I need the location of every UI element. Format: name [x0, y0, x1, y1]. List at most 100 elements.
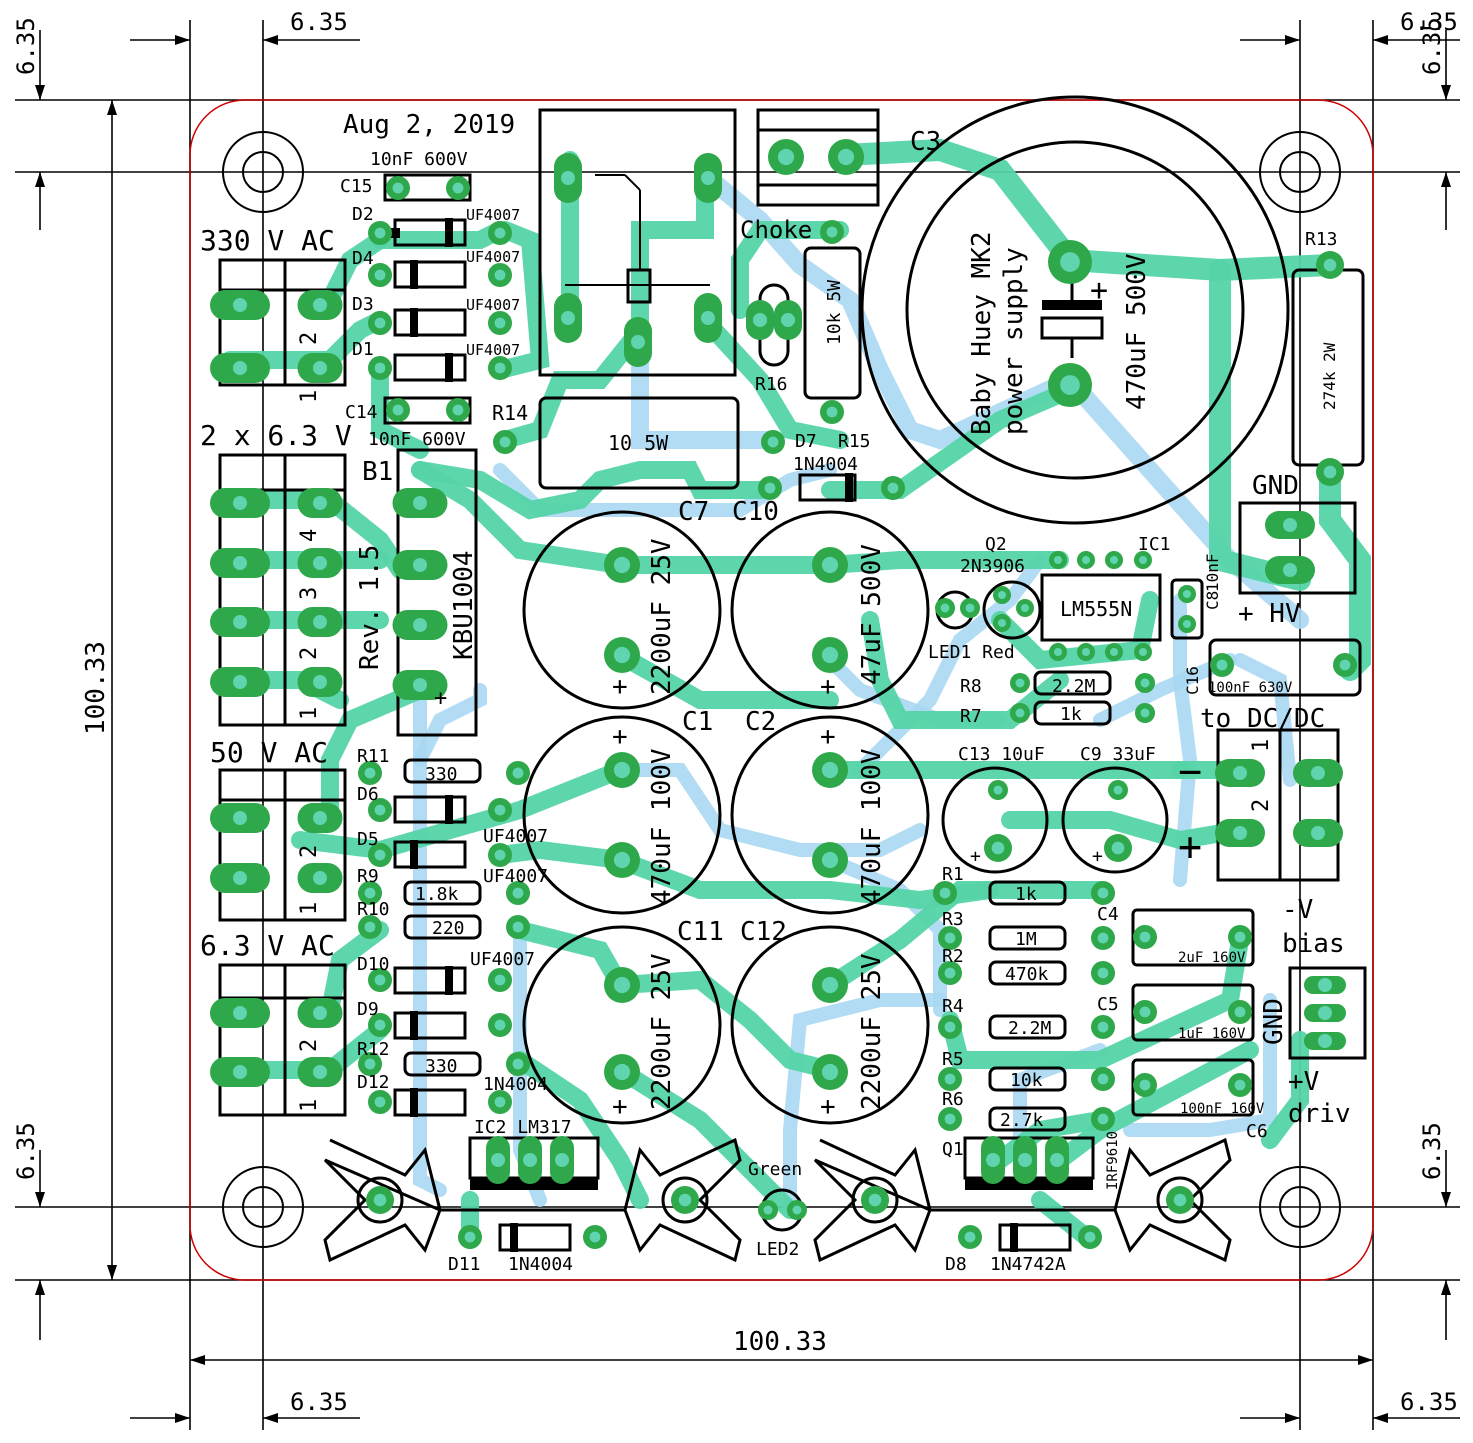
d5-value: UF4007 [483, 866, 548, 887]
c8-value: 10nF [1203, 553, 1222, 592]
d6-value: UF4007 [483, 826, 548, 847]
pin-2x63-4: 4 [297, 529, 322, 542]
b1-value: KBU1004 [449, 550, 479, 660]
terminal-2x63v [218, 453, 347, 727]
pad-drill [1173, 1193, 1187, 1207]
dim-height: 100.33 [81, 641, 111, 735]
c2-ref: C2 [745, 707, 776, 737]
pad-drill [1018, 1153, 1032, 1167]
r8-value: 2.2M [1052, 676, 1096, 697]
pad-drill [313, 871, 327, 885]
terminal-63vac [218, 963, 347, 1117]
b1-outline [396, 448, 478, 737]
c9-outline [1061, 766, 1169, 874]
c16-value: 100nF 630V [1208, 680, 1293, 696]
pad-drill [1139, 1079, 1151, 1091]
pad-drill [964, 1231, 976, 1243]
label-50vac: 50 V AC [210, 736, 328, 769]
pad-drill [1113, 785, 1123, 795]
pad-drill [512, 1058, 524, 1070]
r4-ref: R4 [942, 996, 964, 1017]
gnd-vertical-label: GND [1259, 998, 1289, 1045]
pad-drill [1234, 1079, 1246, 1091]
pad-drill [613, 761, 631, 779]
pad-drill [499, 436, 511, 448]
c5-ref: C5 [1097, 994, 1119, 1015]
r11-value: 330 [425, 764, 458, 785]
pad-drill [701, 311, 715, 325]
dim-top-left-h: 6.35 [290, 8, 348, 36]
pad-drill [613, 556, 631, 574]
pad-drill [494, 849, 506, 861]
d9-ref: D9 [357, 999, 379, 1020]
pad-drill [233, 811, 247, 825]
c5-value: 1uF 160V [1178, 1026, 1246, 1042]
pad-drill [753, 313, 767, 327]
d11-ref: D11 [448, 1254, 481, 1275]
r16-value: 10k 5W [824, 280, 845, 345]
d2-ref: D2 [352, 204, 374, 225]
d10-value: UF4007 [470, 949, 535, 970]
c10-value: 47uF 500V [857, 544, 887, 685]
dimension-lines: 6.35 6.35 6.35 6.35 6.35 6.35 6.35 6.35 … [12, 8, 1460, 1430]
r5-ref: R5 [942, 1049, 964, 1070]
dim-top-left-v: 6.35 [12, 17, 40, 75]
d7-ref: D7 [795, 431, 817, 452]
mounting-holes [222, 131, 1341, 1248]
c1-value: 470uF 100V [647, 748, 677, 905]
pad-drill [494, 317, 506, 329]
pad-drill [464, 1231, 476, 1243]
dcdc-label: to DC/DC [1200, 704, 1325, 734]
r6-ref: R6 [942, 1089, 964, 1110]
pin-50-2: 2 [297, 845, 322, 858]
c10-plus: + [820, 672, 836, 702]
pad-drill [993, 785, 1003, 795]
pad-drill [1060, 375, 1080, 395]
pad-drill [374, 974, 386, 986]
pad-drill [613, 1063, 631, 1081]
d3-ref: D3 [352, 294, 374, 315]
pad-drill [452, 404, 464, 416]
dim-bottom-left-h: 6.35 [290, 1388, 348, 1416]
d10-ref: D10 [357, 954, 390, 975]
r16-ref: R16 [755, 374, 788, 395]
b1-plus: + [434, 686, 447, 711]
neg-v-label: -V [1282, 895, 1313, 925]
d12-value: 1N4004 [483, 1074, 548, 1095]
pad-drill [1283, 563, 1297, 577]
pad-drill [494, 1019, 506, 1031]
pad-drill [233, 1006, 247, 1020]
heatsink-left [323, 1137, 742, 1263]
dim-top-right-v: 6.35 [1418, 17, 1446, 75]
pad-drill [494, 1096, 506, 1108]
board-outline [189, 99, 1374, 1281]
pad-drill [413, 618, 427, 632]
pad-drill [868, 1193, 882, 1207]
pad-drill [561, 171, 575, 185]
pad-drill [701, 171, 715, 185]
pad-drill [997, 618, 1007, 628]
gnd-label: GND [1252, 471, 1299, 501]
pad-drill [1140, 708, 1150, 718]
pad-drill [364, 1058, 376, 1070]
c5-outline [1131, 983, 1255, 1042]
pad-drill [1182, 619, 1192, 629]
pad-drill [1234, 931, 1246, 943]
pad-drill [1139, 931, 1151, 943]
heatsink-right [813, 1137, 1232, 1263]
dcdc-plus: + [1178, 824, 1202, 870]
c11-plus: + [612, 1092, 628, 1122]
c3-plus: + [1090, 273, 1108, 308]
pad-drill [1020, 603, 1030, 613]
silkscreen [218, 95, 1367, 1263]
pad-drill [763, 1205, 773, 1215]
pad-drill [373, 1193, 387, 1207]
c13-plus: + [970, 846, 981, 867]
pad-drill [452, 182, 464, 194]
q2-ref: Q2 [985, 534, 1007, 555]
pad-drill [1097, 932, 1109, 944]
pad-drill [1318, 1034, 1332, 1048]
pad-drill [781, 313, 795, 327]
r10-ref: R10 [357, 899, 390, 920]
led2-ref: LED2 [756, 1239, 799, 1260]
